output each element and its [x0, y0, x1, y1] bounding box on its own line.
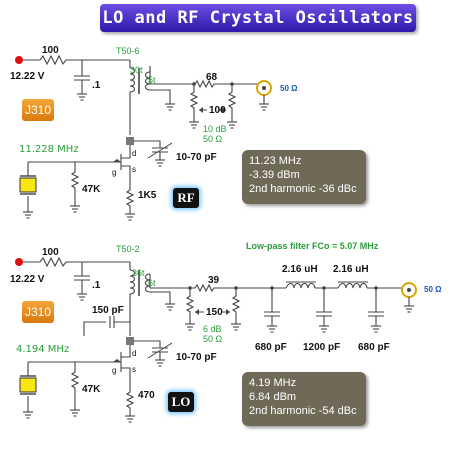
lo-label-l2: 2.16 uH	[333, 264, 369, 275]
rf-info-freq: 11.23 MHz	[249, 155, 302, 167]
lo-transformer-secondary	[144, 273, 171, 304]
title-banner: LO and RF Crystal Oscillators	[100, 4, 416, 32]
rf-info-level: -3.39 dBm	[249, 169, 300, 181]
rf-supply-terminal	[15, 56, 23, 64]
rf-bypass-capacitor	[74, 60, 90, 94]
rf-label-r-gate: 47K	[82, 184, 101, 195]
lo-label-bypass: .1	[92, 280, 101, 291]
lo-label-r-series: 39	[208, 275, 220, 286]
rf-drain-node	[126, 137, 134, 145]
rf-info-panel: 11.23 MHz -3.39 dBm 2nd harmonic -36 dBc	[242, 150, 366, 204]
rf-transformer-primary	[129, 60, 136, 135]
lo-lpf-cap-1	[264, 288, 280, 326]
lo-lpf-cap-2	[316, 288, 332, 326]
lo-label-atten-ohm: 50 Ω	[203, 334, 223, 344]
lo-label-r-gate: 47K	[82, 384, 101, 395]
rf-pin-s: s	[132, 165, 136, 174]
lo-device-badge: J310	[22, 301, 54, 323]
rf-label-atten-db: 10 dB	[203, 124, 227, 134]
lo-label-atten-r: 150	[206, 307, 223, 318]
lo-lpf-inductor-2	[337, 282, 402, 289]
lo-atten-shunt-1	[185, 288, 195, 324]
rf-label-core: T50-6	[116, 46, 140, 56]
rf-label-atten-ohm: 50 Ω	[203, 134, 223, 144]
lo-pin-g: g	[112, 366, 116, 375]
lo-feedback-cap	[83, 316, 130, 336]
lo-lpf-inductor-1	[285, 282, 338, 289]
rf-atten-shunt-2	[227, 84, 237, 122]
lo-label-trimmer: 10-70 pF	[176, 352, 217, 363]
rf-transformer-secondary	[144, 66, 171, 104]
rf-label-trimmer: 10-70 pF	[176, 152, 217, 163]
rf-label-load: 50 Ω	[280, 84, 298, 93]
rf-trimmer-cap	[134, 140, 168, 160]
lo-jfet	[120, 345, 131, 386]
lo-drain-node	[126, 337, 134, 345]
lo-label-c2: 1200 pF	[303, 342, 340, 353]
lo-label-turns-secondary: 6t	[148, 278, 156, 288]
lo-label-supply: 12.22 V	[10, 274, 45, 285]
lo-info-freq: 4.19 MHz	[249, 377, 297, 389]
lo-bypass-capacitor	[74, 262, 90, 294]
rf-pin-g: g	[112, 168, 116, 177]
rf-device-badge: J310	[22, 99, 54, 121]
rf-tag: RF	[173, 188, 199, 208]
lo-label-l1: 2.16 uH	[282, 264, 318, 275]
lo-gate-resistor	[70, 362, 80, 410]
rf-oscillator-circuit: 100 12.22 V .1 T50-6 30t 5t 68 100 10 dB…	[10, 45, 298, 221]
diagram-title: LO and RF Crystal Oscillators	[102, 8, 414, 28]
lo-atten-shunt-2	[231, 288, 241, 324]
rf-pin-d: d	[132, 149, 136, 158]
lo-pin-s: s	[132, 365, 136, 374]
rf-series-resistor	[149, 66, 248, 89]
rf-gate-resistor	[70, 162, 80, 206]
rf-input-resistor	[23, 54, 130, 66]
rf-label-atten-r: 100	[209, 105, 226, 116]
rf-jfet	[120, 145, 131, 184]
lo-info-panel: 4.19 MHz 6.84 dBm 2nd harmonic -54 dBc	[242, 372, 366, 426]
rf-crystal	[19, 177, 37, 193]
lo-tag: LO	[168, 392, 194, 412]
lo-label-r-input: 100	[42, 247, 59, 258]
lo-label-c1: 680 pF	[255, 342, 287, 353]
lo-label-filter: Low-pass filter FCo = 5.07 MHz	[246, 241, 379, 251]
lo-label-load: 50 Ω	[424, 285, 442, 294]
rf-label-r-input: 100	[42, 45, 59, 56]
lo-label-turns-primary: 36t	[132, 268, 145, 278]
lo-label-feedback-cap: 150 pF	[92, 305, 124, 316]
rf-label-r-series: 68	[206, 72, 218, 83]
lo-source-resistor	[125, 386, 135, 416]
lo-label-c3: 680 pF	[358, 342, 390, 353]
rf-label-turns-primary: 30t	[130, 65, 143, 75]
lo-pin-d: d	[132, 349, 136, 358]
lo-supply-terminal	[15, 258, 23, 266]
lo-oscillator-circuit: 100 12.22 V .1 T50-2 36t 6t 39 150 6 dB …	[10, 241, 442, 423]
rf-atten-shunt-1	[189, 84, 199, 122]
rf-source-resistor	[125, 184, 135, 214]
rf-label-turns-secondary: 5t	[148, 75, 156, 85]
lo-crystal	[19, 377, 37, 393]
lo-label-freq: 4.194 MHz	[16, 344, 69, 355]
lo-info-level: 6.84 dBm	[249, 391, 297, 403]
rf-label-r-source: 1K5	[138, 190, 157, 201]
rf-label-freq: 11.228 MHz	[19, 144, 79, 155]
lo-series-resistor	[149, 274, 286, 293]
lo-label-r-source: 470	[138, 390, 155, 401]
lo-lpf-cap-3	[368, 288, 384, 326]
rf-label-supply: 12.22 V	[10, 71, 45, 82]
lo-transformer-primary	[129, 262, 136, 336]
lo-input-resistor	[23, 256, 130, 268]
rf-info-harmonic: 2nd harmonic -36 dBc	[249, 183, 357, 195]
rf-label-bypass: .1	[92, 80, 101, 91]
lo-info-harmonic: 2nd harmonic -54 dBc	[249, 405, 357, 417]
lo-label-atten-db: 6 dB	[203, 324, 222, 334]
lo-label-core: T50-2	[116, 244, 140, 254]
lo-trimmer-cap	[134, 340, 168, 360]
